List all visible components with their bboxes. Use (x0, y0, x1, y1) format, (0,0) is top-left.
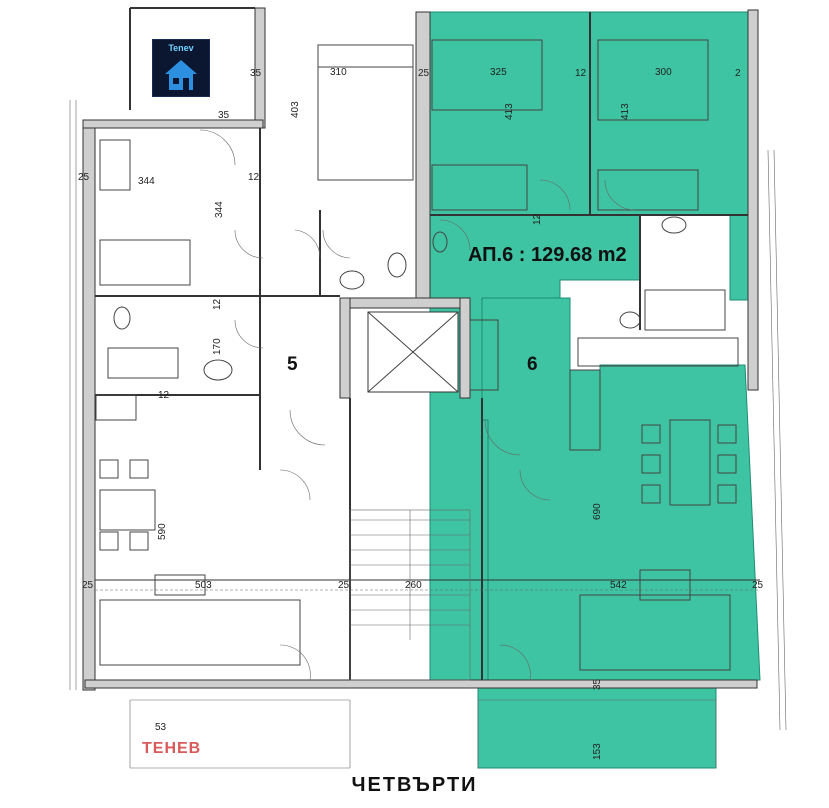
dim-590: 590 (157, 523, 168, 540)
outer-walls (82, 7, 759, 691)
dim-12-bath: 12 (212, 298, 223, 310)
dim-413-right: 413 (620, 103, 631, 120)
brand-watermark: ТЕНЕВ (142, 740, 202, 757)
staircase (349, 509, 471, 681)
dim-300: 300 (655, 67, 672, 78)
unit-number-5: 5 (287, 354, 298, 375)
dim-413-left: 413 (504, 103, 515, 120)
elevator (367, 311, 459, 393)
dim-25-right: 25 (752, 580, 764, 591)
dim-12-kitchen: 12 (158, 390, 170, 401)
dim-2: 2 (735, 68, 741, 79)
balcony-railing (95, 589, 760, 701)
dim-35-balcony: 35 (592, 678, 603, 690)
dim-35-top: 35 (250, 68, 262, 79)
unit-number-6: 6 (527, 354, 538, 375)
dim-35-left: 35 (218, 110, 230, 121)
dimension-labels: 325 300 310 413 413 403 344 344 35 35 25… (78, 67, 764, 760)
apartment-area-value: 129.68 m2 (531, 244, 627, 266)
dim-53: 53 (155, 722, 167, 733)
dim-344-vertical: 344 (214, 201, 225, 218)
dim-403: 403 (290, 101, 301, 118)
floor-title: ЧЕТВЪРТИ (351, 774, 478, 796)
dim-170: 170 (212, 338, 223, 355)
dim-12-top: 12 (575, 68, 587, 79)
dim-25-bottom-left: 25 (82, 580, 94, 591)
dim-260: 260 (405, 580, 422, 591)
logo-text: Tenev (168, 43, 194, 53)
dim-310: 310 (330, 67, 347, 78)
dim-325: 325 (490, 67, 507, 78)
dim-503: 503 (195, 580, 212, 591)
dim-25-mid: 25 (338, 580, 350, 591)
furniture (95, 39, 739, 671)
dim-12-mid: 12 (532, 213, 543, 225)
door-swings (199, 129, 636, 681)
dim-25-left: 25 (78, 172, 90, 183)
facade-lines (69, 100, 787, 769)
dim-690: 690 (592, 503, 603, 520)
apartment-area-label: АП.6 : 129.68 m2 (468, 244, 627, 267)
dim-25-top: 25 (418, 68, 430, 79)
dim-344-horizontal: 344 (138, 176, 155, 187)
company-logo: Tenev (152, 39, 210, 97)
dim-153: 153 (592, 743, 603, 760)
dim-542: 542 (610, 580, 627, 591)
apartment-label: АП.6 : (468, 244, 526, 266)
house-icon (165, 60, 197, 90)
dim-12-left: 12 (248, 172, 260, 183)
